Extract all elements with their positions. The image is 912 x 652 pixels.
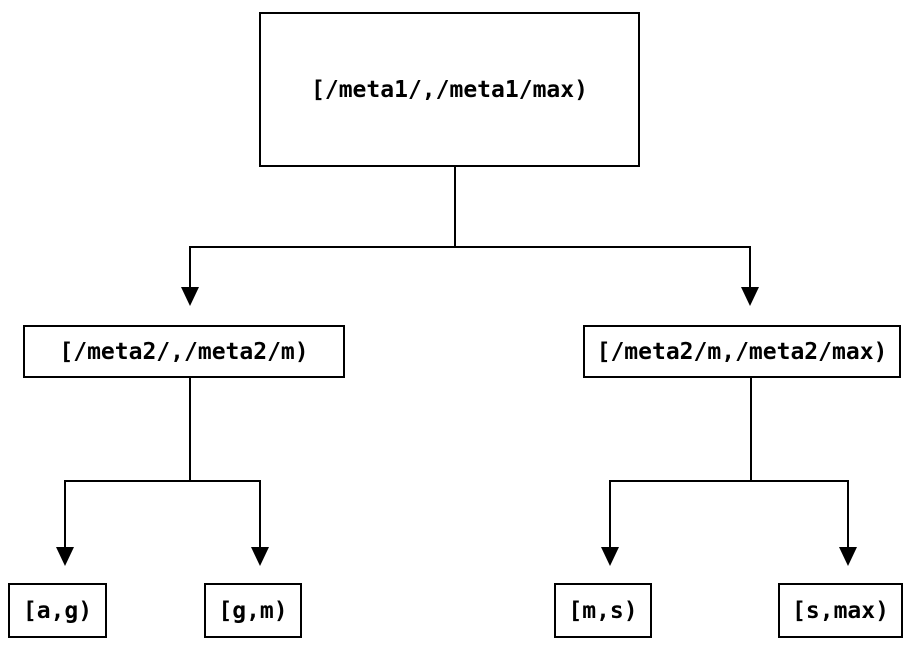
connector-left-bar [64,480,261,482]
connector-root-bar [189,246,751,248]
node-leaf-s-max: [s,max) [778,583,903,638]
connector-right-drop-left [609,480,611,548]
arrow-down-icon [601,547,619,566]
connector-left-stem [189,378,191,481]
connector-root-drop-left [189,246,191,288]
connector-right-bar [609,480,849,482]
connector-left-drop-left [64,480,66,548]
node-leaf-m-s: [m,s) [554,583,652,638]
node-leaf-g-m: [g,m) [204,583,302,638]
connector-right-stem [750,378,752,481]
arrow-down-icon [251,547,269,566]
arrow-down-icon [741,287,759,306]
connector-root-drop-right [749,246,751,288]
arrow-down-icon [181,287,199,306]
node-root-range: [/meta1/,/meta1/max) [259,12,640,167]
arrow-down-icon [56,547,74,566]
node-subrange-right: [/meta2/m,/meta2/max) [583,325,901,378]
arrow-down-icon [839,547,857,566]
connector-right-drop-right [847,480,849,548]
node-leaf-a-g: [a,g) [8,583,107,638]
node-subrange-left: [/meta2/,/meta2/m) [23,325,345,378]
connector-left-drop-right [259,480,261,548]
connector-root-stem [454,167,456,247]
